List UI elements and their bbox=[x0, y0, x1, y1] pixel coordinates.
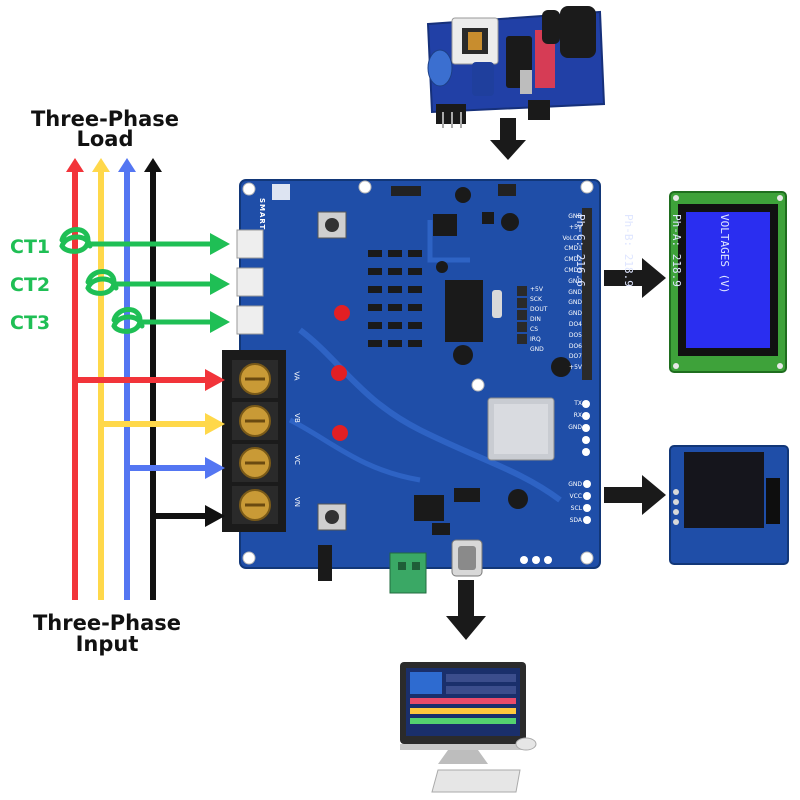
pin-label: IRQ bbox=[530, 336, 541, 343]
pin-label: GND bbox=[568, 310, 582, 318]
lcd-line-4: Ph-C: 216.6 bbox=[574, 214, 587, 287]
pin-label: DO7 bbox=[568, 353, 582, 361]
ct-arrowheads bbox=[210, 233, 230, 333]
input-label-line2: Input bbox=[75, 632, 139, 656]
pin-label: TX bbox=[574, 400, 582, 407]
pcb-brand: SMART bbox=[258, 198, 266, 231]
pin-label: CMD1 bbox=[564, 245, 582, 253]
pin-label: GND bbox=[568, 277, 582, 285]
pin-label: CMD2 bbox=[564, 256, 582, 264]
uart-header-labels: TX RX GND bbox=[560, 398, 582, 434]
lcd-line-2: Ph-A: 218.9 bbox=[670, 214, 683, 287]
lcd-line-1: VOLTAGES (V) bbox=[718, 214, 731, 294]
current-transformers bbox=[59, 227, 213, 334]
pin-label: GND bbox=[568, 213, 582, 220]
pin-label: GND bbox=[568, 481, 582, 488]
lcd-display bbox=[669, 191, 787, 373]
pin-label: GND bbox=[530, 346, 544, 353]
pin-label: VoLCD bbox=[562, 234, 582, 242]
pin-label: VCC bbox=[569, 493, 582, 500]
terminal-va-label: VA bbox=[292, 371, 301, 381]
pin-label: +5V bbox=[569, 364, 582, 372]
pin-label: GND bbox=[568, 424, 582, 431]
ct2-label: CT2 bbox=[10, 274, 51, 296]
main-pcb-board bbox=[222, 179, 601, 594]
pin-label: DO6 bbox=[568, 342, 582, 350]
oled-display bbox=[669, 445, 789, 565]
terminal-vc-label: VC bbox=[292, 455, 301, 465]
ct3-label: CT3 bbox=[10, 312, 51, 334]
terminal-vb-label: VB bbox=[292, 413, 301, 423]
pin-label: CMD3 bbox=[564, 266, 582, 274]
pin-label: +5V bbox=[530, 286, 543, 293]
pin-label: +5V bbox=[569, 223, 582, 231]
pin-label: SDA bbox=[569, 517, 582, 524]
pin-label: GND bbox=[568, 288, 582, 296]
pin-label: GND bbox=[568, 299, 582, 307]
lcd-line-3: Ph-B: 218.9 bbox=[622, 214, 635, 287]
mid-header-labels: +5V SCK DOUT DIN CS IRQ GND bbox=[530, 285, 558, 355]
pin-label: DO4 bbox=[568, 320, 582, 328]
lcd-text-block: VOLTAGES (V) Ph-A: 218.9 Ph-B: 218.9 Ph-… bbox=[574, 214, 764, 346]
pin-label: SCK bbox=[530, 296, 542, 303]
terminal-vn-label: VN bbox=[293, 496, 302, 508]
desktop-computer bbox=[400, 662, 537, 793]
pin-label: DO5 bbox=[568, 331, 582, 339]
input-label-line1: Three-Phase bbox=[32, 611, 182, 635]
signal-arrows bbox=[446, 118, 666, 640]
ct1-label: CT1 bbox=[10, 236, 51, 258]
load-label-line1: Three-Phase bbox=[30, 107, 180, 131]
pin-label: CS bbox=[530, 326, 538, 333]
phase-wires bbox=[66, 158, 225, 600]
pin-label: SCL bbox=[570, 505, 582, 512]
power-supply-module bbox=[426, 6, 606, 128]
pin-label: DIN bbox=[530, 316, 541, 323]
pin-label: DOUT bbox=[530, 306, 548, 313]
load-label-line2: Load bbox=[76, 127, 134, 151]
pin-label: RX bbox=[573, 412, 582, 419]
oled-header-labels: GND VCC SCL SDA bbox=[558, 479, 582, 527]
